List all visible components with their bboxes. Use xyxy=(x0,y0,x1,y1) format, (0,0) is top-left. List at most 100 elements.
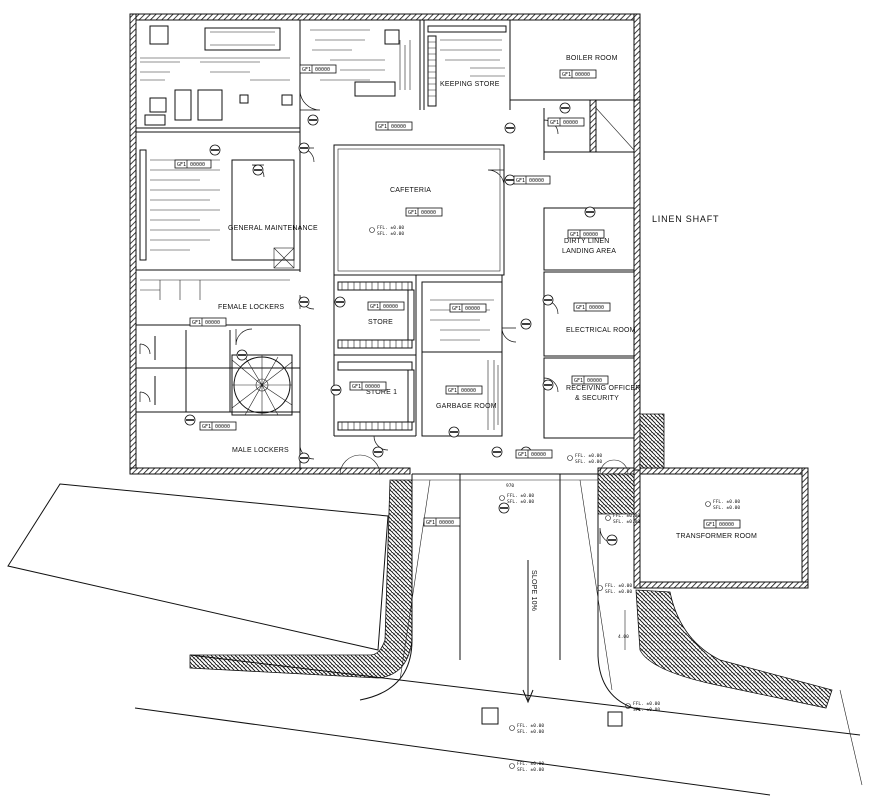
fixtures-top-left xyxy=(140,25,411,126)
svg-text:GF1: GF1 xyxy=(177,162,186,168)
svg-text:SFL. ±0.00: SFL. ±0.00 xyxy=(713,505,740,511)
interior-walls xyxy=(136,20,640,470)
paving-right xyxy=(635,589,833,709)
exterior-wall xyxy=(129,13,809,589)
svg-text:GF1: GF1 xyxy=(516,178,525,184)
room-labels: BOILER ROOM LINEN SHAFT DIRTY LINEN LAND… xyxy=(218,55,757,540)
svg-text:00000: 00000 xyxy=(315,67,330,73)
room-label-store: STORE xyxy=(368,319,393,326)
svg-text:SFL. ±0.00: SFL. ±0.00 xyxy=(507,499,534,505)
room-tag: GF1 00000 xyxy=(445,385,483,395)
svg-text:00000: 00000 xyxy=(391,124,406,130)
door-swings xyxy=(139,89,617,545)
svg-text:FFL. ±0.00: FFL. ±0.00 xyxy=(377,225,404,231)
svg-text:GF1: GF1 xyxy=(370,304,379,310)
ramp-slope-label: SLOPE 10% xyxy=(530,570,537,611)
svg-text:GF1: GF1 xyxy=(570,232,579,238)
svg-text:00000: 00000 xyxy=(461,388,476,394)
svg-text:FFL. ±0.00: FFL. ±0.00 xyxy=(613,513,640,519)
room-label-male-lockers: MALE LOCKERS xyxy=(232,447,289,454)
room-label-electrical-room: ELECTRICAL ROOM xyxy=(566,327,636,334)
svg-text:GF1: GF1 xyxy=(192,320,201,326)
svg-text:GF1: GF1 xyxy=(408,210,417,216)
paving-left xyxy=(189,479,413,679)
svg-text:SFL. ±0.00: SFL. ±0.00 xyxy=(517,729,544,735)
svg-text:00000: 00000 xyxy=(583,232,598,238)
paving-entry-strip xyxy=(597,473,635,515)
svg-text:00000: 00000 xyxy=(465,306,480,312)
fixtures-lockers xyxy=(140,279,293,416)
svg-text:00000: 00000 xyxy=(529,178,544,184)
svg-text:SFL. ±0.00: SFL. ±0.00 xyxy=(605,589,632,595)
svg-text:00000: 00000 xyxy=(205,320,220,326)
room-tag: GF1 00000 xyxy=(349,381,387,391)
room-tag: GF1 00000 xyxy=(449,303,487,313)
site-road xyxy=(7,454,863,796)
room-tag: GF1 00000 xyxy=(375,121,413,131)
room-label-security: & SECURITY xyxy=(575,395,619,402)
room-tag: GF1 00000 xyxy=(515,449,553,459)
svg-text:00000: 00000 xyxy=(421,210,436,216)
room-tag: GF1 00000 xyxy=(299,64,337,74)
svg-text:SFL. ±0.00: SFL. ±0.00 xyxy=(613,519,640,525)
room-label-general-maintenance: GENERAL MAINTENANCE xyxy=(228,225,318,232)
svg-text:00000: 00000 xyxy=(439,520,454,526)
room-label-boiler: BOILER ROOM xyxy=(566,55,618,62)
svg-text:FFL. ±0.00: FFL. ±0.00 xyxy=(605,583,632,589)
svg-text:FFL. ±0.00: FFL. ±0.00 xyxy=(713,499,740,505)
fixtures-keeping-store xyxy=(427,25,507,107)
room-label-cafeteria: CAFETERIA xyxy=(390,187,431,194)
svg-text:GF1: GF1 xyxy=(302,67,311,73)
room-tag: GF1 00000 xyxy=(199,421,237,431)
room-label-dirty-linen: DIRTY LINEN xyxy=(564,238,610,245)
svg-text:SFL. ±0.00: SFL. ±0.00 xyxy=(575,459,602,465)
svg-text:00000: 00000 xyxy=(215,424,230,430)
room-tags: GF1 00000 GF1 00000 GF1 00000 GF1 00000 GF1 0… xyxy=(174,64,741,529)
room-tag: GF1 00000 xyxy=(367,301,405,311)
svg-text:00000: 00000 xyxy=(383,304,398,310)
svg-text:GF1: GF1 xyxy=(518,452,527,458)
svg-text:00000: 00000 xyxy=(719,522,734,528)
fixtures-maintenance xyxy=(139,149,295,269)
svg-text:FFL. ±0.00: FFL. ±0.00 xyxy=(517,761,544,767)
svg-text:GF1: GF1 xyxy=(378,124,387,130)
room-label-receiving-officer: RECEIVING OFFICER xyxy=(566,385,641,392)
svg-text:GF1: GF1 xyxy=(448,388,457,394)
svg-text:SFL. ±0.00: SFL. ±0.00 xyxy=(633,707,660,713)
svg-text:GF1: GF1 xyxy=(562,72,571,78)
room-label-store-1: STORE 1 xyxy=(366,389,397,396)
svg-text:00000: 00000 xyxy=(587,378,602,384)
svg-text:SFL. ±0.00: SFL. ±0.00 xyxy=(377,231,404,237)
svg-text:00000: 00000 xyxy=(575,72,590,78)
svg-text:GF1: GF1 xyxy=(352,384,361,390)
svg-text:GF1: GF1 xyxy=(202,424,211,430)
dimension-note: 4.00 xyxy=(618,634,629,640)
svg-text:GF1: GF1 xyxy=(574,378,583,384)
svg-text:00000: 00000 xyxy=(531,452,546,458)
room-label-keeping-store: KEEPING STORE xyxy=(440,81,500,88)
room-tag: GF1 00000 xyxy=(189,317,227,327)
svg-text:00000: 00000 xyxy=(365,384,380,390)
room-tag: GF1 00000 xyxy=(571,375,609,385)
svg-text:FFL. ±0.00: FFL. ±0.00 xyxy=(517,723,544,729)
room-tag: GF1 00000 xyxy=(567,229,605,239)
room-label-landing-area: LANDING AREA xyxy=(562,248,616,255)
svg-text:FFL. ±0.00: FFL. ±0.00 xyxy=(633,701,660,707)
fixtures-stores xyxy=(337,281,499,431)
svg-text:GF1: GF1 xyxy=(550,120,559,126)
room-tag: GF1 00000 xyxy=(405,207,443,217)
svg-text:GF1: GF1 xyxy=(452,306,461,312)
svg-text:SFL. ±0.00: SFL. ±0.00 xyxy=(517,767,544,773)
